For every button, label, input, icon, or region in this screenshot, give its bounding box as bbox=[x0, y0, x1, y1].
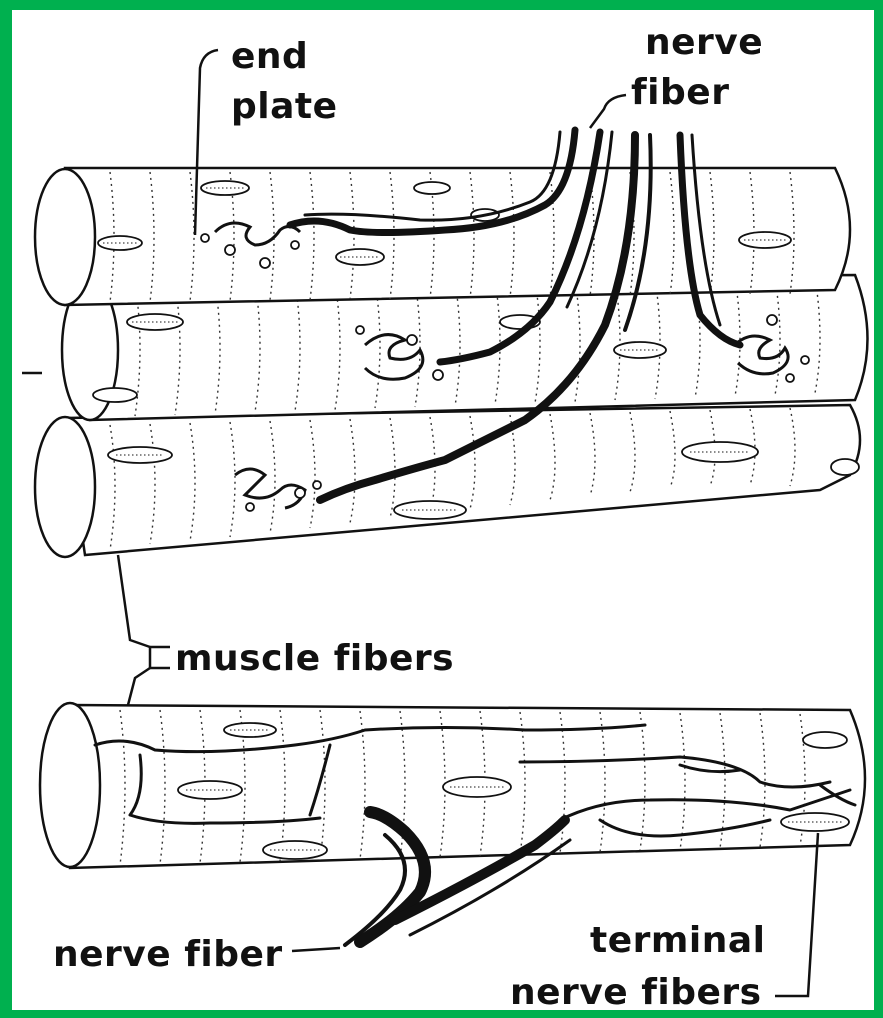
label-plate: plate bbox=[231, 86, 338, 127]
nerve-fiber-top-leader bbox=[590, 95, 626, 128]
muscle-fibers-bracket bbox=[150, 647, 170, 668]
muscle-fibers-leader-up bbox=[118, 555, 150, 647]
diagram-canvas: end plate nerve fiber muscle fibers nerv… bbox=[12, 10, 874, 1010]
muscle-nerve-diagram: end plate nerve fiber muscle fibers nerv… bbox=[12, 10, 874, 1010]
label-muscle-fibers: muscle fibers bbox=[175, 638, 454, 679]
label-nerve-top: nerve bbox=[645, 22, 763, 63]
terminal-nerve-fibers-leader bbox=[775, 833, 818, 996]
muscle-fibers-leader-down bbox=[128, 668, 150, 705]
nerve-fiber-bottom-leader bbox=[292, 948, 340, 951]
label-end: end bbox=[231, 36, 308, 77]
muscle-fiber-1 bbox=[35, 168, 850, 305]
label-nerve-fibers: nerve fibers bbox=[510, 972, 762, 1010]
label-nerve-fiber-bottom: nerve fiber bbox=[53, 934, 283, 975]
label-terminal: terminal bbox=[590, 920, 766, 961]
muscle-fiber-3 bbox=[35, 405, 860, 557]
label-fiber-top: fiber bbox=[631, 72, 729, 113]
muscle-fiber-4 bbox=[40, 703, 865, 945]
